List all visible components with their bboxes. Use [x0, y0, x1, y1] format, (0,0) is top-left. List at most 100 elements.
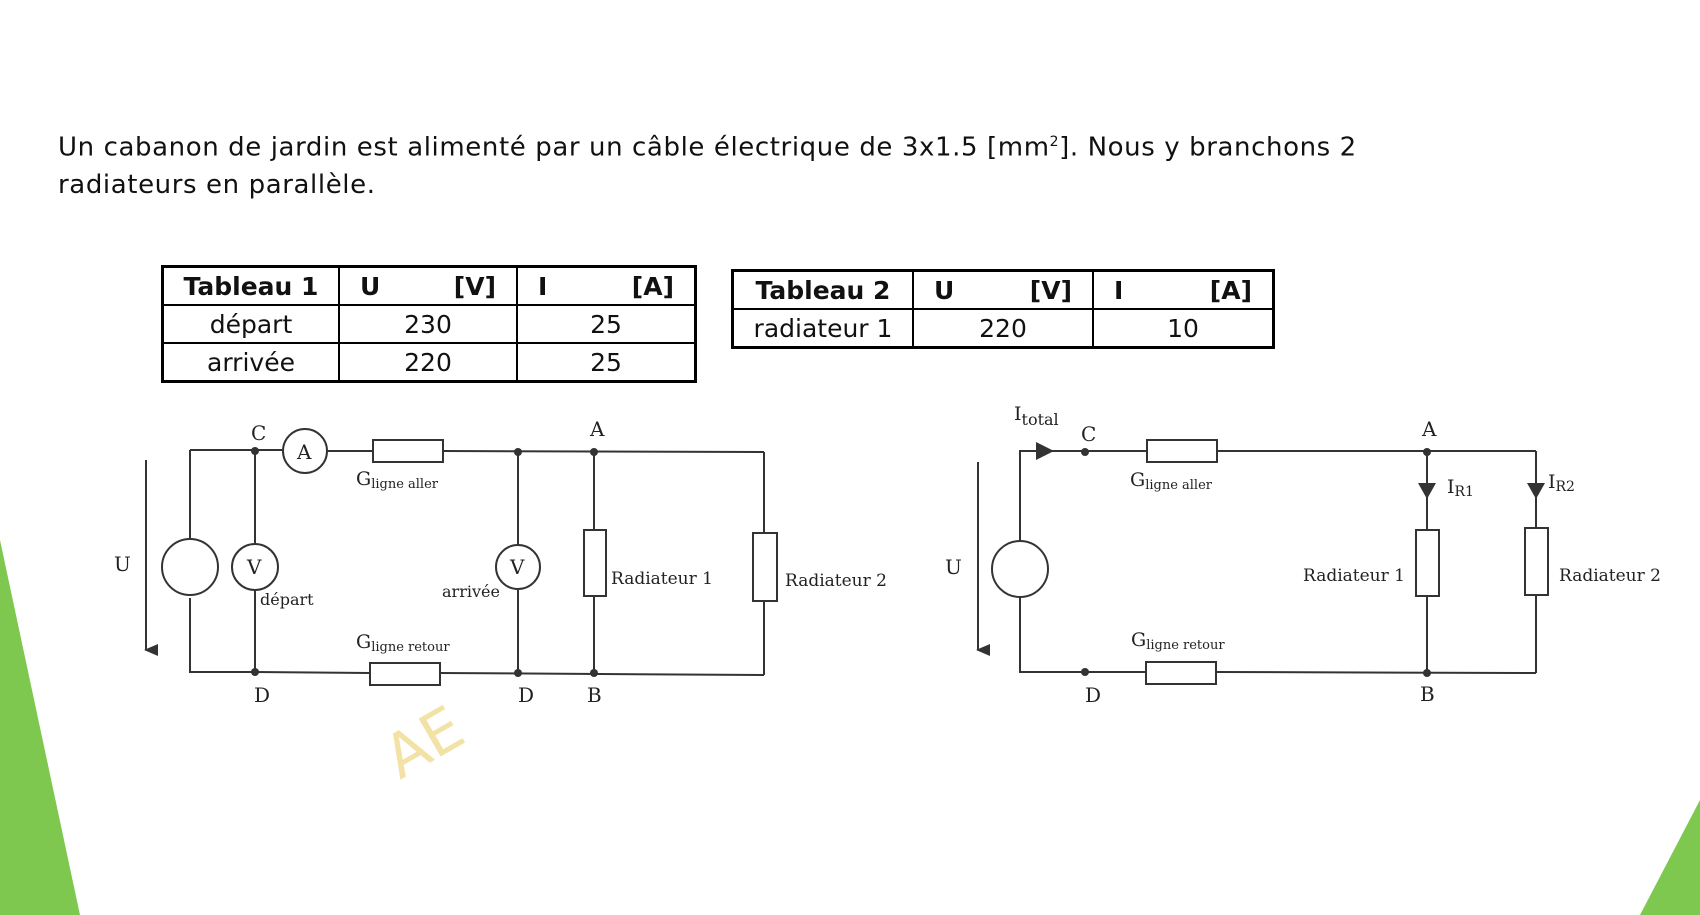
resistor-g-retour-icon — [369, 662, 441, 686]
current-arrow-r1-icon — [1418, 483, 1436, 499]
table-1-title: Tableau 1 — [161, 265, 340, 306]
green-corner-right — [1640, 800, 1700, 915]
col-u-symbol: U — [360, 271, 381, 301]
node-b-dot — [590, 669, 598, 677]
i-total-main: I — [1014, 403, 1022, 425]
row-label: départ — [161, 304, 340, 344]
radiateur-2-icon — [752, 532, 778, 602]
label-node-d2: D — [518, 683, 534, 707]
label-arrivee: arrivée — [442, 582, 500, 601]
voltmeter-depart-icon — [231, 543, 279, 591]
label-depart: départ — [260, 590, 314, 609]
circuit-1: U C V départ A Gligne aller — [114, 417, 887, 707]
cell-u: 220 — [338, 342, 518, 383]
table-2-header: Tableau 2 U [V] I [A] — [731, 269, 1275, 310]
label-u: U — [114, 552, 131, 576]
label-node-a: A — [589, 417, 605, 441]
label-u-2: U — [945, 555, 962, 579]
label-node-d: D — [254, 683, 270, 707]
col-u-symbol: U — [934, 275, 955, 305]
table-2-title: Tableau 2 — [731, 269, 914, 310]
g-aller-main-2: G — [1130, 469, 1145, 491]
intro-line-1a: Un cabanon de jardin est alimenté par un… — [58, 132, 1050, 163]
label-ir1: IR1 — [1447, 476, 1474, 500]
ir1-sub: R1 — [1455, 484, 1474, 500]
cell-u: 230 — [338, 304, 518, 344]
table-2-col-i: I [A] — [1092, 269, 1275, 310]
resistor-g-aller-icon-2 — [1146, 439, 1218, 463]
node-d-dot-2 — [1081, 668, 1089, 676]
source-wire — [189, 450, 255, 673]
table-1-col-u: U [V] — [338, 265, 518, 306]
radiateur-1-icon-2 — [1415, 529, 1440, 597]
source-wire-2 — [1019, 450, 1085, 673]
col-i-symbol: I — [1114, 275, 1124, 305]
intro-line-1-sup: 2 — [1049, 134, 1060, 150]
intro-line-2: radiateurs en parallèle. — [58, 169, 376, 200]
ammeter-symbol: A — [296, 440, 312, 464]
circuit-2: U Itotal C Gligne aller A IR1 Radiateur … — [945, 403, 1661, 707]
intro-line-1b: ]. Nous y branchons 2 — [1059, 132, 1357, 163]
wire-bottom-right — [439, 672, 765, 676]
node-d2-dot — [514, 669, 522, 677]
label-node-c: C — [251, 421, 266, 445]
ir1-main: I — [1447, 476, 1455, 498]
table-row: radiateur 1 220 10 — [731, 308, 1275, 349]
cell-i: 25 — [516, 304, 697, 344]
label-node-b-2: B — [1420, 682, 1435, 706]
ir2-main: I — [1548, 471, 1556, 493]
resistor-g-retour-icon-2 — [1145, 661, 1217, 685]
voltmeter-depart-symbol: V — [246, 555, 262, 579]
current-arrow-r2-icon — [1527, 483, 1545, 499]
label-radiateur-1: Radiateur 1 — [611, 569, 713, 589]
label-ir2: IR2 — [1548, 471, 1575, 495]
table-2-col-u: U [V] — [912, 269, 1094, 310]
node-b-dot-2 — [1423, 669, 1431, 677]
current-arrow-total-icon — [1036, 442, 1054, 460]
cell-u: 220 — [912, 308, 1094, 349]
label-radiateur-2: Radiateur 2 — [785, 571, 887, 591]
g-aller-sub: ligne aller — [371, 477, 439, 492]
col-i-symbol: I — [538, 271, 548, 301]
g-aller-sub-2: ligne aller — [1145, 478, 1213, 493]
resistor-g-aller-icon — [372, 439, 444, 463]
label-i-total: Itotal — [1014, 403, 1059, 429]
g-retour-sub-2: ligne retour — [1146, 638, 1225, 653]
g-retour-main-2: G — [1131, 629, 1146, 651]
table-2: Tableau 2 U [V] I [A] radiateur 1 220 10 — [731, 269, 1275, 349]
radiateur-1-icon — [583, 529, 607, 597]
label-node-b: B — [587, 683, 602, 707]
label-g-retour-2: Gligne retour — [1131, 629, 1225, 653]
cell-i: 25 — [516, 342, 697, 383]
green-corner-left — [0, 540, 80, 915]
label-g-retour: Gligne retour — [356, 631, 450, 655]
table-1: Tableau 1 U [V] I [A] départ 230 25 arrivé… — [161, 265, 697, 383]
row-label: radiateur 1 — [731, 308, 914, 349]
voltmeter-arrivee-icon — [495, 544, 541, 590]
table-row: arrivée 220 25 — [161, 342, 697, 383]
col-u-unit: [V] — [1029, 275, 1072, 305]
col-i-unit: [A] — [1209, 275, 1252, 305]
node-d-dot — [251, 668, 259, 676]
cell-i: 10 — [1092, 308, 1275, 349]
row-label: arrivée — [161, 342, 340, 383]
label-g-aller-2: Gligne aller — [1130, 469, 1213, 493]
table-1-col-i: I [A] — [516, 265, 697, 306]
g-retour-sub: ligne retour — [371, 640, 450, 655]
voltmeter-arrivee-symbol: V — [509, 555, 525, 579]
table-row: départ 230 25 — [161, 304, 697, 344]
ir2-sub: R2 — [1556, 479, 1575, 495]
g-aller-main: G — [356, 468, 371, 490]
i-total-sub: total — [1022, 410, 1059, 429]
label-g-aller: Gligne aller — [356, 468, 439, 492]
label-radiateur-1-2: Radiateur 1 — [1303, 566, 1405, 586]
intro-text: Un cabanon de jardin est alimenté par un… — [58, 124, 1628, 204]
col-i-unit: [A] — [631, 271, 674, 301]
radiateur-2-icon-2 — [1524, 527, 1549, 596]
col-u-unit: [V] — [453, 271, 496, 301]
wire-bottom-left — [254, 671, 371, 674]
voltage-source-icon-2 — [991, 540, 1049, 598]
intro-line-1: Un cabanon de jardin est alimenté par un… — [58, 124, 1628, 167]
